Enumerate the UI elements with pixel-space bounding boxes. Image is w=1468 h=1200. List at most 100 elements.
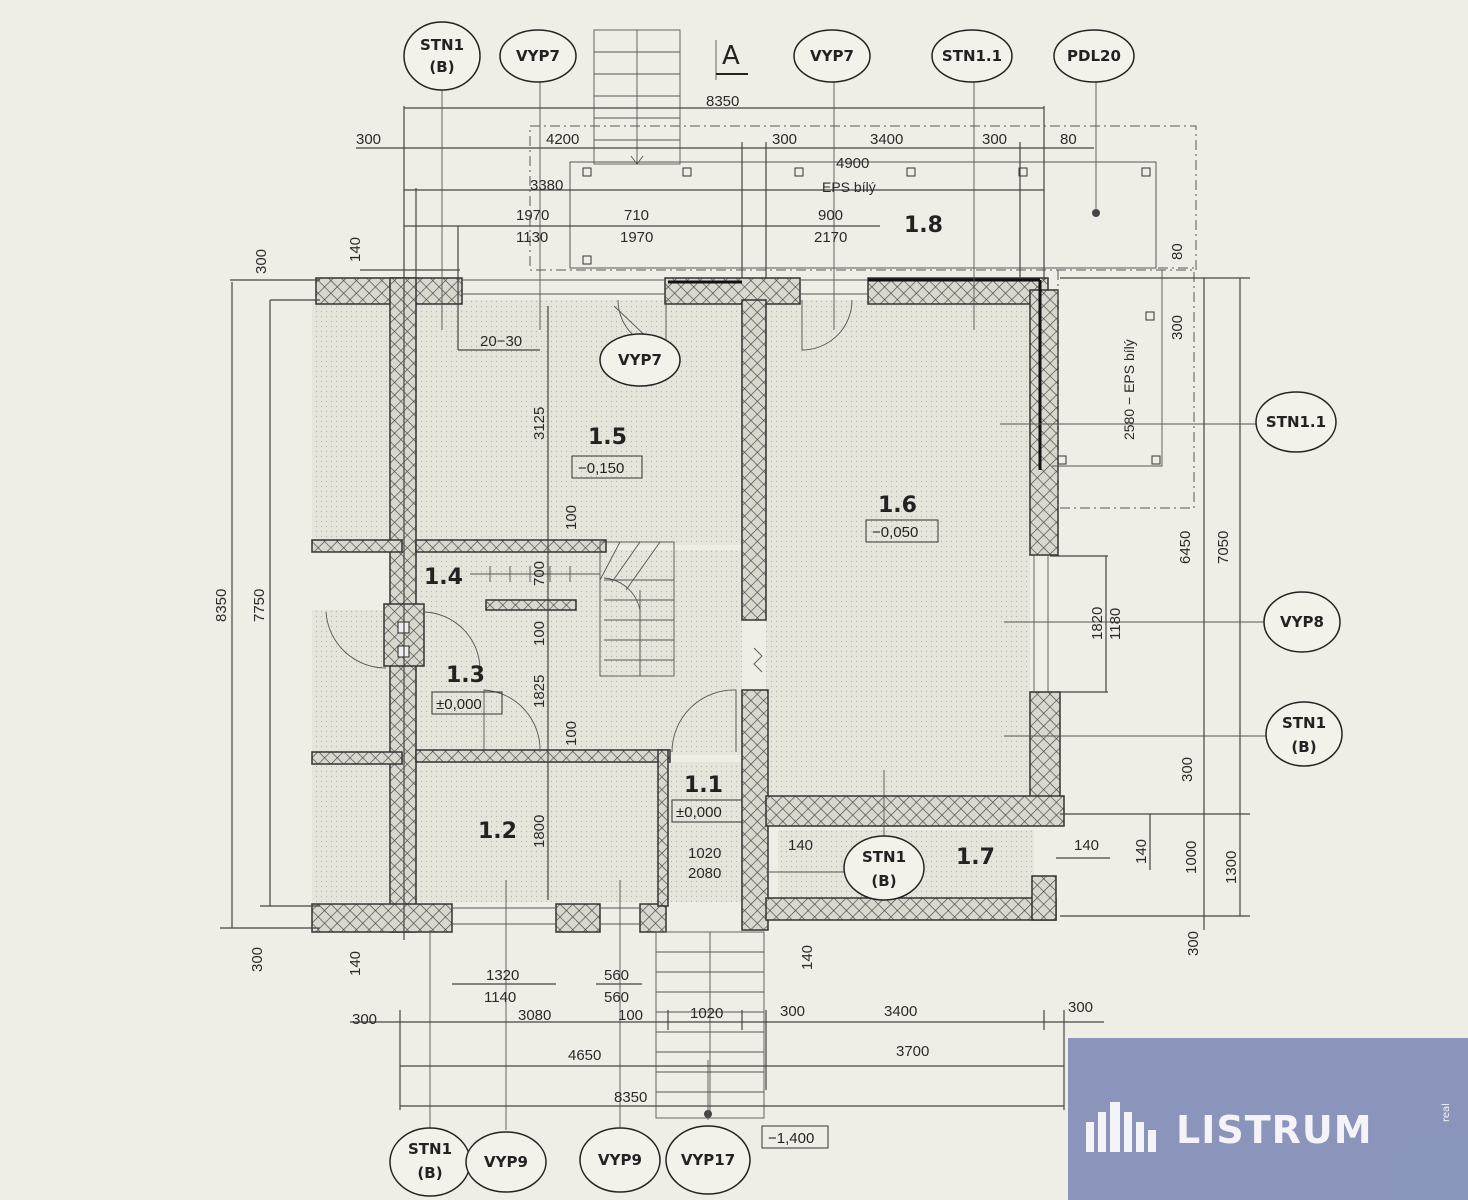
tag-text: (B): [429, 58, 454, 76]
dim-text: 1020: [688, 845, 721, 862]
dim-text: 1300: [1223, 851, 1240, 884]
dimension-texts-top: 8350 300 4200 300 3400 300 80 4900 3380 …: [356, 93, 1077, 246]
room-number: 1.1: [684, 773, 723, 798]
tag-bubble: [843, 835, 925, 901]
dim-text: 700: [531, 561, 548, 586]
tag-bubble: [1263, 591, 1341, 653]
tag-bubbles-bottom: STN1 (B) VYP9 VYP9 VYP17: [389, 1125, 751, 1197]
dim-text: 1970: [516, 207, 549, 224]
building-logo-icon: [1086, 1102, 1156, 1152]
dimension-texts-inner: 20−30 3125 100 700 100 1825 100 1800 102…: [480, 333, 816, 970]
dim-text: 300: [1179, 757, 1196, 782]
dim-text: 100: [563, 505, 580, 530]
dim-text: 8350: [213, 589, 230, 622]
room-level: ±0,000: [436, 696, 482, 713]
dim-text: 560: [604, 967, 629, 984]
dimension-texts-right: 80 300 6450 7050 1820 1180 300 140 140 1…: [1074, 243, 1240, 956]
room-number: 1.7: [956, 845, 995, 870]
dim-text: 80: [1060, 131, 1077, 148]
dim-text: 1320: [486, 967, 519, 984]
dim-text: 300: [780, 1003, 805, 1020]
dim-text: 100: [531, 621, 548, 646]
dim-text: 3080: [518, 1007, 551, 1024]
dim-text: 140: [1074, 837, 1099, 854]
tag-text: STN1: [408, 1140, 452, 1158]
tag-text: VYP9: [598, 1151, 642, 1169]
tag-text: VYP8: [1280, 613, 1324, 631]
tag-text: PDL20: [1067, 47, 1121, 65]
room-number: 1.6: [878, 493, 917, 518]
tag-text: STN1: [420, 36, 464, 54]
room-level: ±0,000: [676, 804, 722, 821]
room-number: 1.5: [588, 425, 627, 450]
tag-bubbles-right: STN1.1 VYP8 STN1 (B): [1255, 391, 1343, 767]
dim-text: 300: [352, 1011, 377, 1028]
dim-text: 80: [1169, 243, 1186, 260]
tag-text: VYP7: [618, 351, 662, 369]
dim-text: 3700: [896, 1043, 929, 1060]
staircase: [470, 541, 675, 677]
tag-bubble: [1255, 391, 1337, 453]
dim-text: 1825: [531, 675, 548, 708]
tag-text: VYP7: [810, 47, 854, 65]
room-number: 1.8: [904, 213, 943, 238]
section-marker: A: [722, 41, 740, 71]
dim-text: 4200: [546, 131, 579, 148]
watermark-logo: LISTRUM real: [1068, 1038, 1468, 1200]
dim-text: 1000: [1183, 841, 1200, 874]
dim-text: 300: [356, 131, 381, 148]
dim-text: 6450: [1177, 531, 1194, 564]
dim-text: 300: [1068, 999, 1093, 1016]
dim-text: 1140: [484, 989, 516, 1006]
dim-text: 100: [563, 721, 580, 746]
tag-text: STN1.1: [1266, 413, 1326, 431]
dim-text: 100: [618, 1007, 643, 1024]
terrace-label-side: 2580 − EPS bílý: [1121, 339, 1137, 440]
room-level: −0,050: [872, 524, 918, 541]
dimension-texts-bottom: 1320 1140 560 560 300 3080 100 1020 300 …: [352, 967, 1093, 1106]
entrance-level-box: [761, 1125, 829, 1149]
tag-bubble: [665, 1125, 751, 1195]
room-labels: 1.1 ±0,000 1.2 1.3 ±0,000 1.4 1.5 −0,150…: [424, 213, 995, 1149]
dim-text: 8350: [706, 93, 739, 110]
dim-text: 300: [249, 947, 266, 972]
logo-subtext: real: [1441, 1103, 1452, 1122]
dim-text: 1970: [620, 229, 653, 246]
tag-bubble: [465, 1131, 547, 1193]
dim-text: 2170: [814, 229, 847, 246]
tag-bubble: [1265, 701, 1343, 767]
entrance-level: −1,400: [768, 1130, 814, 1147]
dim-text: 300: [253, 249, 270, 274]
dim-text: 20−30: [480, 333, 522, 350]
dim-text: 300: [1185, 931, 1202, 956]
dim-text: 3400: [884, 1003, 917, 1020]
tag-text: STN1.1: [942, 47, 1002, 65]
tag-bubble: [403, 21, 481, 91]
level-box: [671, 799, 743, 823]
tag-bubble: [389, 1127, 471, 1197]
tag-text: STN1: [1282, 714, 1326, 732]
dim-text: 300: [982, 131, 1007, 148]
tag-bubbles-inner: VYP7 STN1 (B): [599, 333, 925, 901]
dim-text: 140: [347, 237, 364, 262]
dim-text: 140: [788, 837, 813, 854]
dim-text: 4650: [568, 1047, 601, 1064]
tag-bubbles-top: STN1 (B) VYP7 VYP7 STN1.1 PDL20: [403, 21, 1135, 91]
dim-text: 1800: [531, 815, 548, 848]
tag-text: (B): [871, 872, 896, 890]
dim-text: 140: [1133, 839, 1150, 864]
tag-bubble: [1053, 29, 1135, 83]
dim-text: 3380: [530, 177, 563, 194]
dim-text: 710: [624, 207, 649, 224]
tag-text: STN1: [862, 848, 906, 866]
dim-text: 7750: [251, 589, 268, 622]
tag-bubble: [931, 29, 1013, 83]
tag-text: VYP17: [681, 1151, 735, 1169]
dim-text: 1020: [690, 1005, 723, 1022]
dim-text: 300: [772, 131, 797, 148]
room-number: 1.3: [446, 663, 485, 688]
tag-bubble: [599, 333, 681, 387]
tag-text: (B): [1291, 738, 1316, 756]
dim-text: 1820: [1089, 607, 1106, 640]
dim-text: 900: [818, 207, 843, 224]
